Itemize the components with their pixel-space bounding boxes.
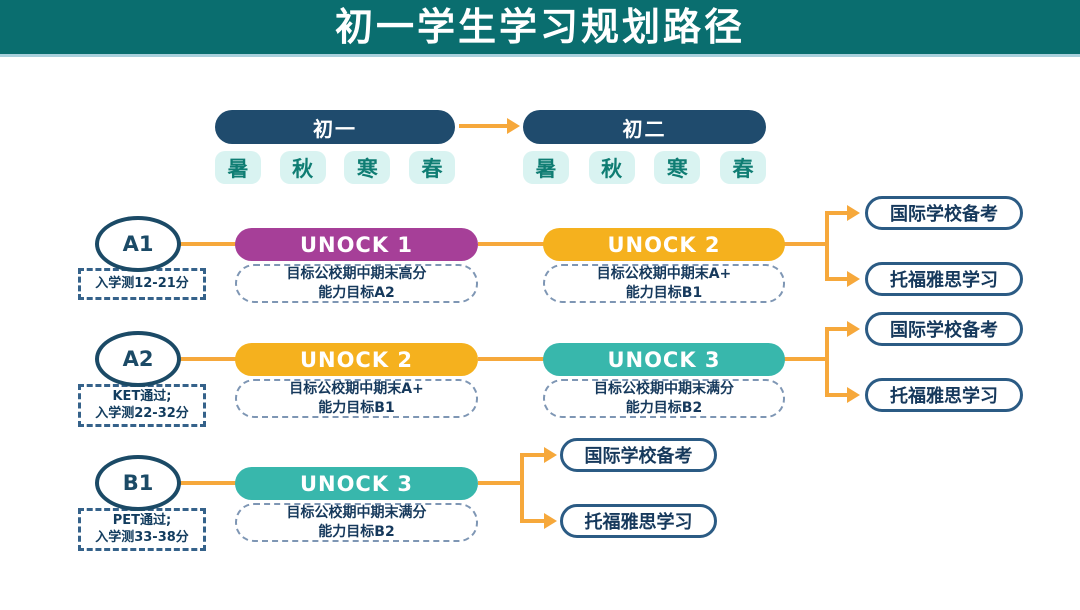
connector-line <box>825 211 849 215</box>
stage-goal: 目标公校期中期末A+ 能力目标B1 <box>235 379 478 418</box>
connector-line <box>825 327 829 397</box>
connector-line <box>178 242 238 246</box>
entry-line: 入学测22-32分 <box>95 405 189 421</box>
page-title: 初一学生学习规划路径 <box>334 5 745 49</box>
entry-requirement: 入学测12-21分 <box>78 268 206 300</box>
arrow-right-icon <box>847 321 860 337</box>
goal-line: 能力目标B2 <box>625 399 703 416</box>
arrow-right-icon <box>507 118 520 134</box>
arrow-right-icon <box>544 513 557 529</box>
stage-goal: 目标公校期中期末满分 能力目标B2 <box>543 379 785 418</box>
goal-line: 目标公校期中期末高分 <box>286 266 427 283</box>
stage-goal: 目标公校期中期末A+ 能力目标B1 <box>543 264 785 303</box>
goal-line: 能力目标B1 <box>625 284 703 301</box>
stage-pill-unock-2: UNOCK 2 <box>543 228 785 261</box>
connector-line <box>520 453 524 523</box>
connector-line <box>478 357 544 361</box>
entry-line: PET通过; <box>112 512 172 528</box>
entry-requirement: PET通过; 入学测33-38分 <box>78 508 206 551</box>
season-tag: 春 <box>408 151 455 184</box>
goal-line: 能力目标A2 <box>318 284 395 301</box>
connector-line <box>520 519 546 523</box>
connector-line <box>178 357 238 361</box>
connector-line <box>478 481 524 485</box>
entry-line: KET通过; <box>112 388 172 404</box>
arrow-right-icon <box>847 205 860 221</box>
season-tag: 春 <box>719 151 766 184</box>
stage-goal: 目标公校期中期末满分 能力目标B2 <box>235 503 478 542</box>
seasons-group-grade8: 暑 秋 寒 春 <box>523 151 766 184</box>
outcome-box-international-school: 国际学校备考 <box>865 312 1023 346</box>
connector-line <box>825 277 849 281</box>
arrow-right-icon <box>847 387 860 403</box>
header-bar: 初一学生学习规划路径 <box>0 0 1080 57</box>
season-tag: 寒 <box>654 151 701 184</box>
stage-goal: 目标公校期中期末高分 能力目标A2 <box>235 264 478 303</box>
connector-line <box>825 393 849 397</box>
stage-pill-unock-1: UNOCK 1 <box>235 228 478 261</box>
entry-requirement: KET通过; 入学测22-32分 <box>78 384 206 427</box>
goal-line: 目标公校期中期末满分 <box>286 505 427 522</box>
goal-line: 目标公校期中期末A+ <box>289 381 424 398</box>
entry-line: 入学测12-21分 <box>95 275 189 291</box>
connector-line <box>784 357 829 361</box>
connector-line <box>784 242 829 246</box>
level-badge-b1: B1 <box>95 455 181 511</box>
level-badge-a1: A1 <box>95 216 181 272</box>
connector-line <box>178 481 238 485</box>
goal-line: 能力目标B2 <box>318 523 395 540</box>
entry-line: 入学测33-38分 <box>95 529 189 545</box>
arrow-right-icon <box>847 271 860 287</box>
grade-pill-grade8: 初二 <box>523 110 766 144</box>
outcome-box-international-school: 国际学校备考 <box>560 438 717 472</box>
arrow-right-icon <box>544 447 557 463</box>
season-tag: 秋 <box>588 151 635 184</box>
stage-pill-unock-3: UNOCK 3 <box>235 467 478 500</box>
season-tag: 暑 <box>215 151 261 184</box>
goal-line: 目标公校期中期末满分 <box>594 381 734 398</box>
grade-pill-grade7: 初一 <box>215 110 455 144</box>
outcome-box-toefl-ielts: 托福雅思学习 <box>560 504 717 538</box>
connector-line <box>478 242 544 246</box>
outcome-box-toefl-ielts: 托福雅思学习 <box>865 262 1023 296</box>
outcome-box-toefl-ielts: 托福雅思学习 <box>865 378 1023 412</box>
season-tag: 暑 <box>523 151 569 184</box>
stage-pill-unock-2: UNOCK 2 <box>235 343 478 376</box>
seasons-group-grade7: 暑 秋 寒 春 <box>215 151 455 184</box>
season-tag: 寒 <box>344 151 391 184</box>
outcome-box-international-school: 国际学校备考 <box>865 196 1023 230</box>
stage-pill-unock-3: UNOCK 3 <box>543 343 785 376</box>
season-tag: 秋 <box>279 151 326 184</box>
goal-line: 能力目标B1 <box>318 399 395 416</box>
goal-line: 目标公校期中期末A+ <box>596 266 732 283</box>
level-badge-a2: A2 <box>95 331 181 387</box>
connector-line <box>825 327 849 331</box>
connector-line <box>459 124 509 128</box>
connector-line <box>520 453 546 457</box>
connector-line <box>825 211 829 281</box>
